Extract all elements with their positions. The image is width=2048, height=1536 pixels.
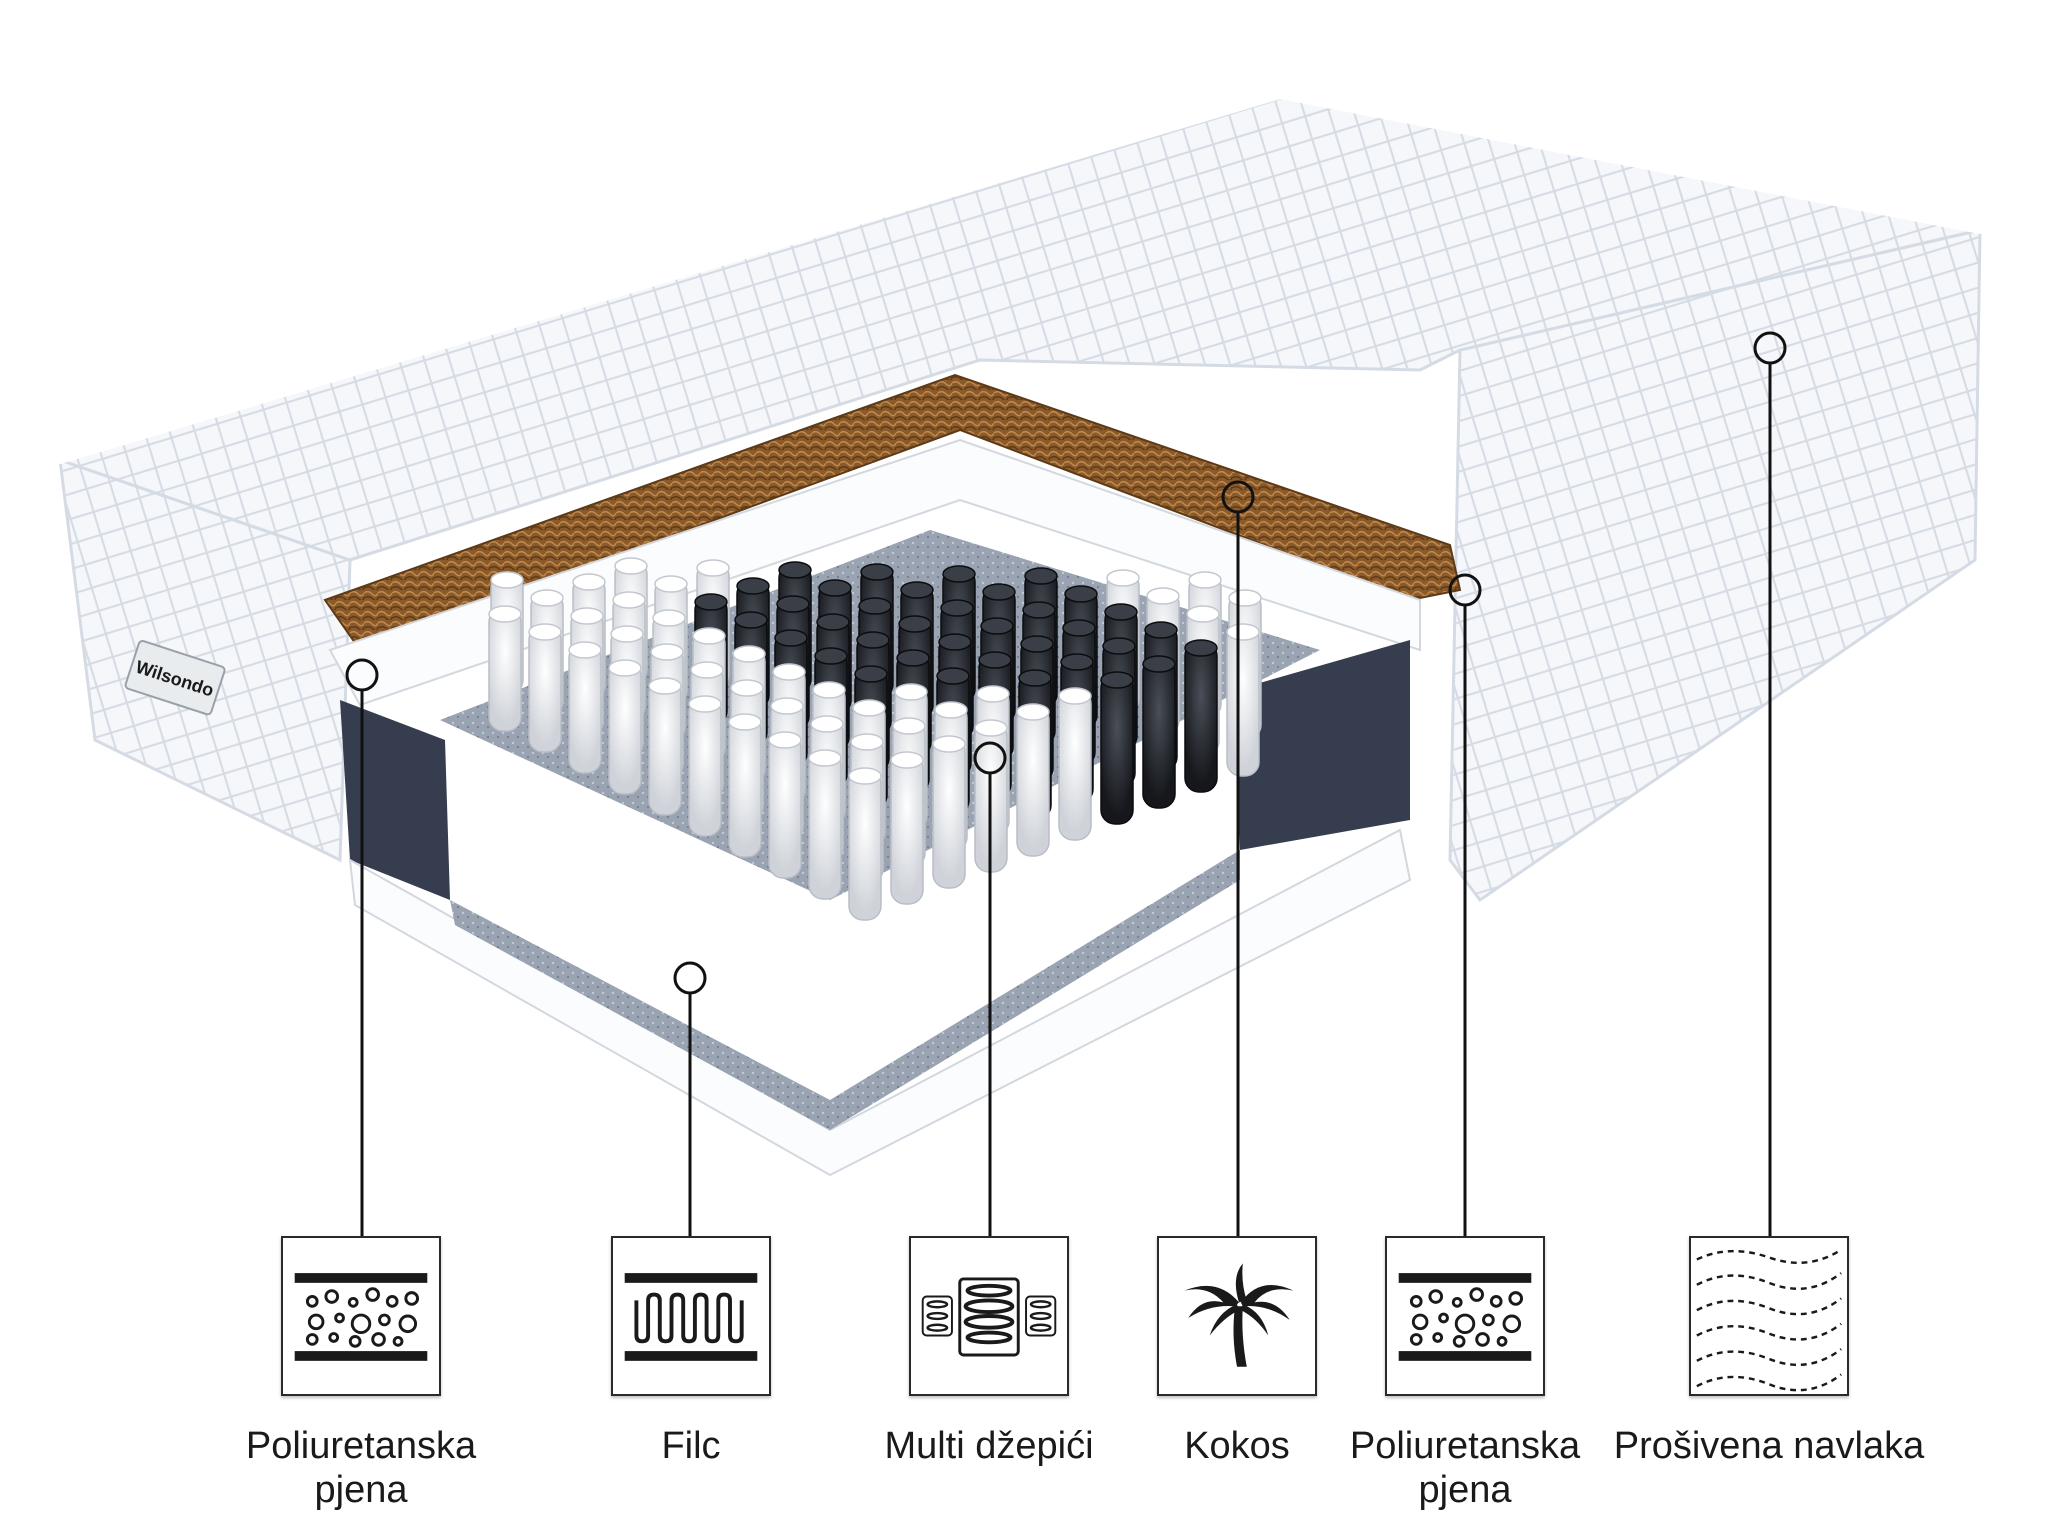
spring-white — [488, 605, 522, 732]
brand-label: Wilsondo — [124, 640, 226, 716]
spring-white — [808, 749, 842, 900]
spring-white — [608, 659, 642, 795]
pocket-springs-array — [488, 557, 1262, 921]
callout-lines — [345, 331, 1787, 1236]
label-felt: Filc — [661, 1425, 721, 1467]
label-foam-bottom: Poliuretanska pjena — [245, 1425, 477, 1511]
spring-white — [688, 695, 722, 837]
spring-white — [768, 731, 802, 879]
label-pocket-springs: Multi džepići — [884, 1425, 1094, 1467]
spring-white — [1016, 703, 1050, 857]
spring-white — [568, 641, 602, 774]
spring-white — [728, 713, 762, 858]
spring-white — [890, 751, 924, 905]
quilted-wave-icon — [1689, 1236, 1849, 1396]
spring-white — [848, 767, 882, 921]
pocket-springs-icon — [909, 1236, 1069, 1396]
spring-white — [528, 623, 562, 753]
spring-black — [1100, 671, 1134, 825]
spring-white — [1058, 687, 1092, 841]
felt-zigzag-icon — [611, 1236, 771, 1396]
label-coconut: Kokos — [1184, 1425, 1290, 1467]
quilted-cover — [55, 90, 1984, 903]
foam-bubbles-icon-top — [1385, 1236, 1545, 1396]
spring-black — [1184, 639, 1218, 793]
callout-dot-felt — [673, 961, 707, 995]
spring-white — [648, 677, 682, 816]
spring-white — [1226, 623, 1260, 777]
label-quilted-cover: Prošivena navlaka — [1613, 1425, 1925, 1467]
foam-bubbles-icon — [281, 1236, 441, 1396]
spring-white — [932, 735, 966, 889]
palm-tree-icon — [1157, 1236, 1317, 1396]
label-foam-top: Poliuretanska pjena — [1349, 1425, 1581, 1511]
spring-black — [1142, 655, 1176, 809]
